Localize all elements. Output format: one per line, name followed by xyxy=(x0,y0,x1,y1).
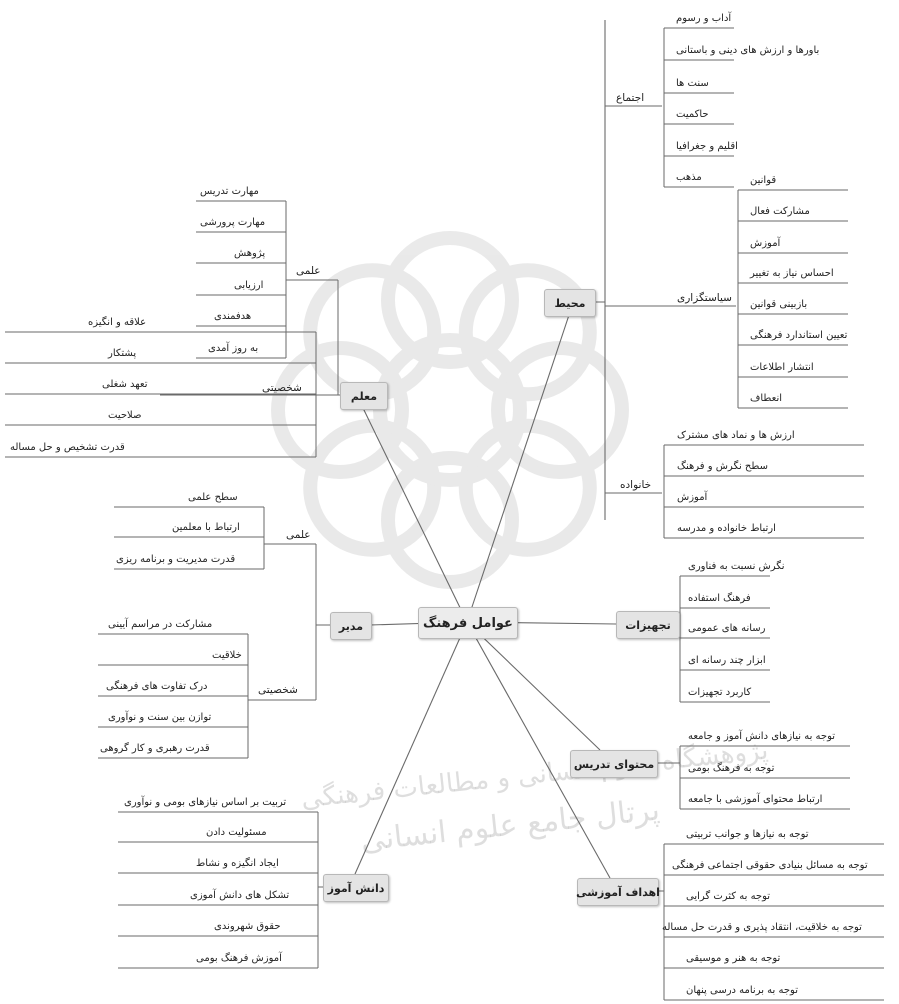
teacher-scientific-item[interactable]: مهارت تدریس xyxy=(200,186,259,197)
manager-personality-item[interactable]: درک تفاوت های فرهنگی xyxy=(106,681,208,692)
student-item[interactable]: ایجاد انگیزه و نشاط xyxy=(196,858,279,869)
family-item[interactable]: سطح نگرش و فرهنگ xyxy=(677,461,768,472)
social-item[interactable]: اقلیم و جغرافیا xyxy=(676,141,738,152)
node-equipment[interactable]: تجهیزات xyxy=(616,611,680,639)
goals-item[interactable]: توجه به مسائل بنیادی حقوقی اجتماعی فرهنگ… xyxy=(672,860,868,871)
teacher-scientific-item[interactable]: مهارت پرورشی xyxy=(200,217,266,228)
watermark-petal xyxy=(271,341,409,479)
student-item[interactable]: تربیت بر اساس نیازهای بومی و نوآوری xyxy=(124,797,287,808)
equipment-item[interactable]: ابزار چند رسانه ای xyxy=(688,655,766,666)
student-item[interactable]: مسئولیت دادن xyxy=(206,827,267,838)
student-item[interactable]: آموزش فرهنگ بومی xyxy=(196,953,282,964)
equipment-item[interactable]: نگرش نسبت به فناوری xyxy=(688,561,785,572)
policy-item[interactable]: آموزش xyxy=(750,238,781,249)
manager-personality-item[interactable]: مشارکت در مراسم آیینی xyxy=(108,619,213,630)
content-item[interactable]: ارتباط محتوای آموزشی با جامعه xyxy=(688,794,823,805)
manager-personality-item[interactable]: توازن بین سنت و نوآوری xyxy=(108,712,212,723)
teacher-personality-item[interactable]: پشتکار xyxy=(108,348,137,359)
watermark-petal xyxy=(491,341,629,479)
policy-item[interactable]: بازبینی قوانین xyxy=(750,299,808,310)
manager-personality-item[interactable]: قدرت رهبری و کار گروهی xyxy=(100,743,210,754)
social-item[interactable]: سنت ها xyxy=(676,78,709,89)
node-student[interactable]: دانش آموز xyxy=(323,874,389,902)
watermark-petal xyxy=(381,451,519,589)
teacher-personality-item[interactable]: علاقه و انگیزه xyxy=(88,317,147,328)
teacher-personality-item[interactable]: قدرت تشخیص و حل مساله xyxy=(10,442,125,453)
node-teacher-scientific[interactable]: علمی xyxy=(296,265,321,277)
content-item[interactable]: توجه به نیازهای دانش آموز و جامعه xyxy=(688,731,836,742)
watermark-petal xyxy=(381,231,519,369)
connector xyxy=(466,314,570,623)
policy-item[interactable]: قوانین xyxy=(750,175,777,186)
goals-item[interactable]: توجه به هنر و موسیقی xyxy=(686,953,781,964)
goals-item[interactable]: توجه به برنامه درسی پنهان xyxy=(686,985,798,996)
policy-item[interactable]: مشارکت فعال xyxy=(750,206,810,217)
policy-item[interactable]: تعیین استاندارد فرهنگی xyxy=(750,330,848,341)
goals-item[interactable]: توجه به کثرت گرایی xyxy=(686,891,771,902)
family-item[interactable]: آموزش xyxy=(677,492,708,503)
student-item[interactable]: تشکل های دانش آموزی xyxy=(190,890,290,901)
social-item[interactable]: آداب و رسوم xyxy=(676,13,732,24)
node-manager-personality[interactable]: شخصیتی xyxy=(258,684,298,696)
teacher-scientific-item[interactable]: ارزیابی xyxy=(234,280,264,291)
watermark-petal xyxy=(458,418,597,557)
teacher-personality-item[interactable]: صلاحیت xyxy=(108,410,142,421)
policy-item[interactable]: انعطاف xyxy=(750,393,783,404)
node-social[interactable]: اجتماع xyxy=(616,92,645,104)
connector xyxy=(466,621,611,879)
node-policy[interactable]: سیاستگزاری xyxy=(677,292,732,304)
manager-scientific-item[interactable]: قدرت مدیریت و برنامه ریزی xyxy=(116,554,236,565)
social-item[interactable]: باورها و ارزش های دینی و باستانی xyxy=(676,45,820,56)
policy-item[interactable]: انتشار اطلاعات xyxy=(750,362,814,373)
family-item[interactable]: ارزش ها و نماد های مشترک xyxy=(677,430,795,441)
equipment-item[interactable]: فرهنگ استفاده xyxy=(688,593,751,604)
teacher-scientific-item[interactable]: پژوهش xyxy=(234,248,266,259)
connector xyxy=(362,407,468,623)
policy-item[interactable]: احساس نیاز به تغییر xyxy=(750,268,834,279)
manager-personality-item[interactable]: خلاقیت xyxy=(212,650,242,661)
node-manager-scientific[interactable]: علمی xyxy=(286,529,311,541)
student-item[interactable]: حقوق شهروندی xyxy=(214,921,281,932)
equipment-item[interactable]: رسانه های عمومی xyxy=(688,623,766,634)
node-goals[interactable]: اهداف آموزشی xyxy=(576,878,660,906)
node-teacher-personality[interactable]: شخصیتی xyxy=(262,382,302,394)
equipment-item[interactable]: کاربرد تجهیزات xyxy=(688,687,752,698)
goals-item[interactable]: توجه به خلاقیت، انتقاد پذیری و قدرت حل م… xyxy=(662,922,862,933)
manager-scientific-item[interactable]: ارتباط با معلمین xyxy=(172,522,240,533)
node-environment[interactable]: محیط xyxy=(544,289,596,317)
connector xyxy=(354,621,468,875)
family-item[interactable]: ارتباط خانواده و مدرسه xyxy=(677,523,776,534)
teacher-scientific-item[interactable]: به روز آمدی xyxy=(208,343,259,354)
node-manager[interactable]: مدیر xyxy=(330,612,372,640)
connector xyxy=(466,621,601,751)
node-content[interactable]: محتوای تدریس xyxy=(570,750,658,778)
teacher-scientific-item[interactable]: هدفمندی xyxy=(214,311,252,322)
root-node[interactable]: عوامل فرهنگ xyxy=(418,607,518,639)
teacher-personality-item[interactable]: تعهد شغلی xyxy=(102,379,148,390)
watermark-core xyxy=(373,333,527,487)
goals-item[interactable]: توجه به نیازها و جوانب تربیتی xyxy=(686,829,809,840)
node-teacher[interactable]: معلم xyxy=(340,382,388,410)
social-item[interactable]: حاکمیت xyxy=(676,109,709,120)
social-item[interactable]: مذهب xyxy=(676,172,702,183)
node-family[interactable]: خانواده xyxy=(620,479,652,491)
content-item[interactable]: توجه به فرهنگ بومی xyxy=(688,763,775,774)
watermark-petal xyxy=(458,263,597,402)
manager-scientific-item[interactable]: سطح علمی xyxy=(188,492,238,503)
